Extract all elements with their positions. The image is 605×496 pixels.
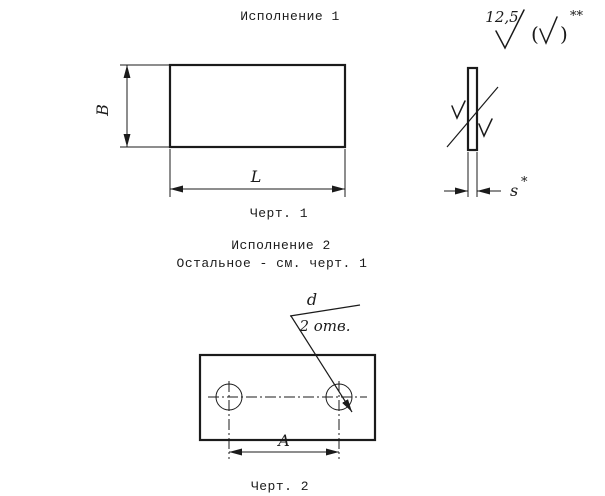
side-view: 12,5 ( ) ** s * — [444, 8, 584, 200]
roughness-paren-check-icon — [539, 16, 558, 45]
roughness-check-icon — [495, 9, 525, 50]
dim-a-label: A — [276, 431, 290, 450]
dim-b: B — [93, 64, 170, 148]
thickness-asterisk: * — [521, 175, 528, 190]
fig2-plate-outline — [198, 353, 377, 442]
surface-roughness-mark-left-icon — [451, 100, 466, 120]
dim-b-label: B — [93, 104, 112, 117]
dim-l-label: L — [250, 167, 262, 186]
fig1-plate-view: B L — [93, 63, 347, 197]
right-hole — [325, 383, 353, 411]
thickness-label: s — [510, 181, 518, 200]
dim-a: A — [229, 431, 339, 456]
side-view-plate-outline — [466, 66, 479, 152]
fig1-plate-outline — [168, 63, 347, 149]
hole-count-label: 2 отв. — [298, 317, 350, 335]
roughness-paren-close: ) — [560, 22, 568, 46]
callout-shelf-line — [289, 304, 361, 317]
fig1-caption: Черт. 1 — [250, 206, 308, 221]
left-hole — [215, 383, 243, 411]
hole-leader-line — [290, 315, 353, 413]
hole-diameter-label: d — [307, 290, 317, 309]
roughness-asterisks: ** — [570, 9, 584, 24]
dim-s: s * — [444, 152, 528, 200]
fig2-plate-view: d 2 отв. A — [198, 290, 377, 459]
version1-title: Исполнение 1 — [240, 9, 340, 24]
fig2-caption: Черт. 2 — [251, 479, 309, 494]
version2-title: Исполнение 2 — [231, 238, 331, 253]
surface-leader-line — [446, 86, 499, 148]
dim-l: L — [169, 149, 346, 197]
surface-roughness-mark-right-icon — [478, 118, 493, 138]
roughness-paren-open: ( — [531, 22, 539, 46]
version2-note: Остальное - см. черт. 1 — [177, 256, 368, 271]
roughness-value: 12,5 — [485, 8, 518, 26]
